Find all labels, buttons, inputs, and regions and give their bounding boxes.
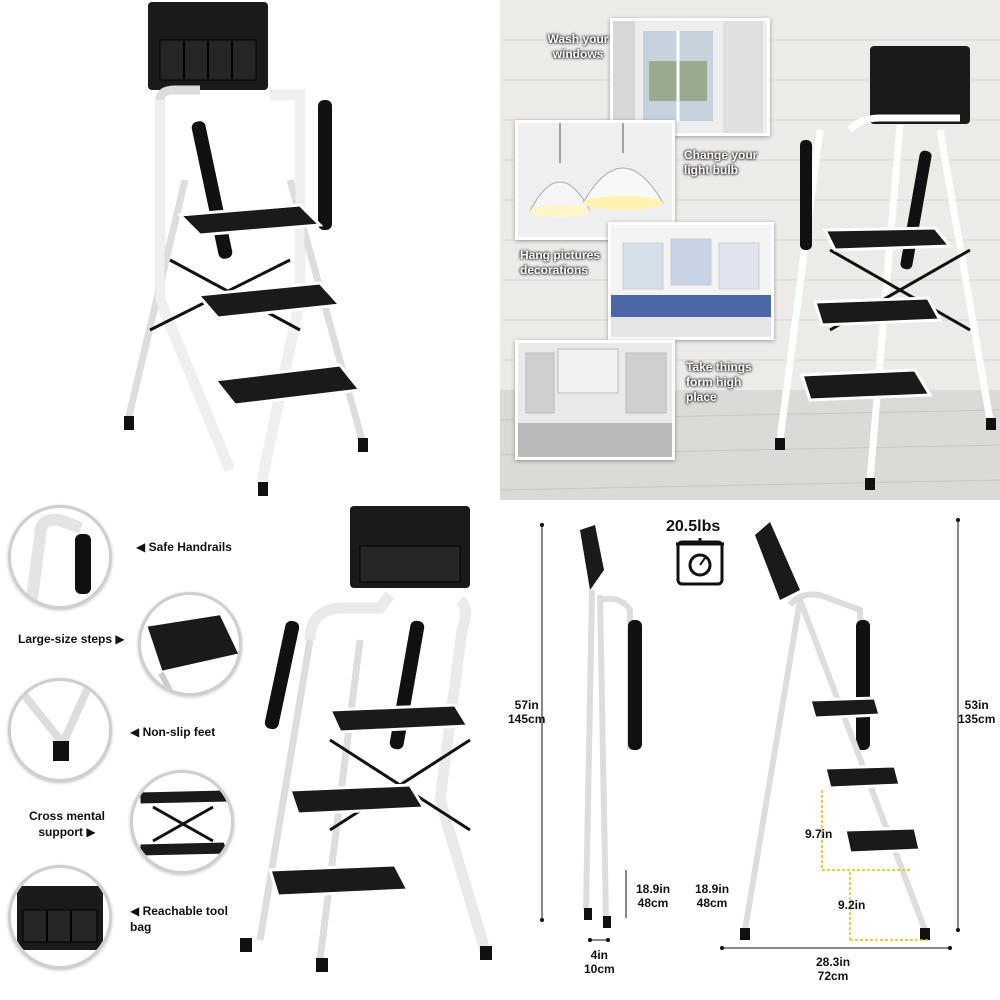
feature-label-feet: ◀ Non-slip feet: [130, 725, 216, 739]
ladder-feature-illustration: [240, 506, 492, 972]
pictures-scene-thumbnail: [608, 222, 774, 340]
ladder-scene-illustration: [775, 46, 996, 490]
use-take-things: Take things form high place: [686, 360, 752, 404]
kitchen-scene-thumbnail: [515, 340, 675, 460]
use-wash-windows: Wash your windows: [547, 32, 609, 61]
ladder-front-illustration: [124, 2, 368, 496]
product-main-photo: [0, 0, 500, 500]
tool-bag-icon: [8, 865, 112, 969]
feature-label-steps: Large-size steps ▶: [18, 632, 125, 646]
feature-label-tool-bag: ◀ Reachable tool bag: [130, 904, 228, 934]
use-scenes-panel: Wash your windows Change your light bulb…: [500, 0, 1000, 500]
weight-label: 20.5lbs: [666, 518, 721, 535]
feature-label-cross-support: Cross mental support ▶: [28, 809, 106, 839]
foot-icon: [8, 678, 112, 782]
features-panel: ◀ Safe Handrails Large-size steps ▶ ◀ No…: [0, 500, 500, 1000]
dimension-drawing: [540, 518, 960, 950]
feature-label-handrails: ◀ Safe Handrails: [136, 540, 232, 554]
step-rise-label: 9.7in: [805, 827, 833, 841]
handrail-icon: [8, 505, 112, 609]
step-depth-label: 9.2in: [838, 898, 866, 912]
use-hang-pictures: Hang pictures decorations: [520, 248, 601, 277]
window-scene-thumbnail: [610, 18, 770, 136]
cross-brace-icon: [130, 770, 234, 874]
use-change-light-bulb: Change your light bulb: [684, 148, 758, 177]
step-icon: [138, 592, 242, 696]
lightbulb-scene-thumbnail: [515, 120, 675, 240]
